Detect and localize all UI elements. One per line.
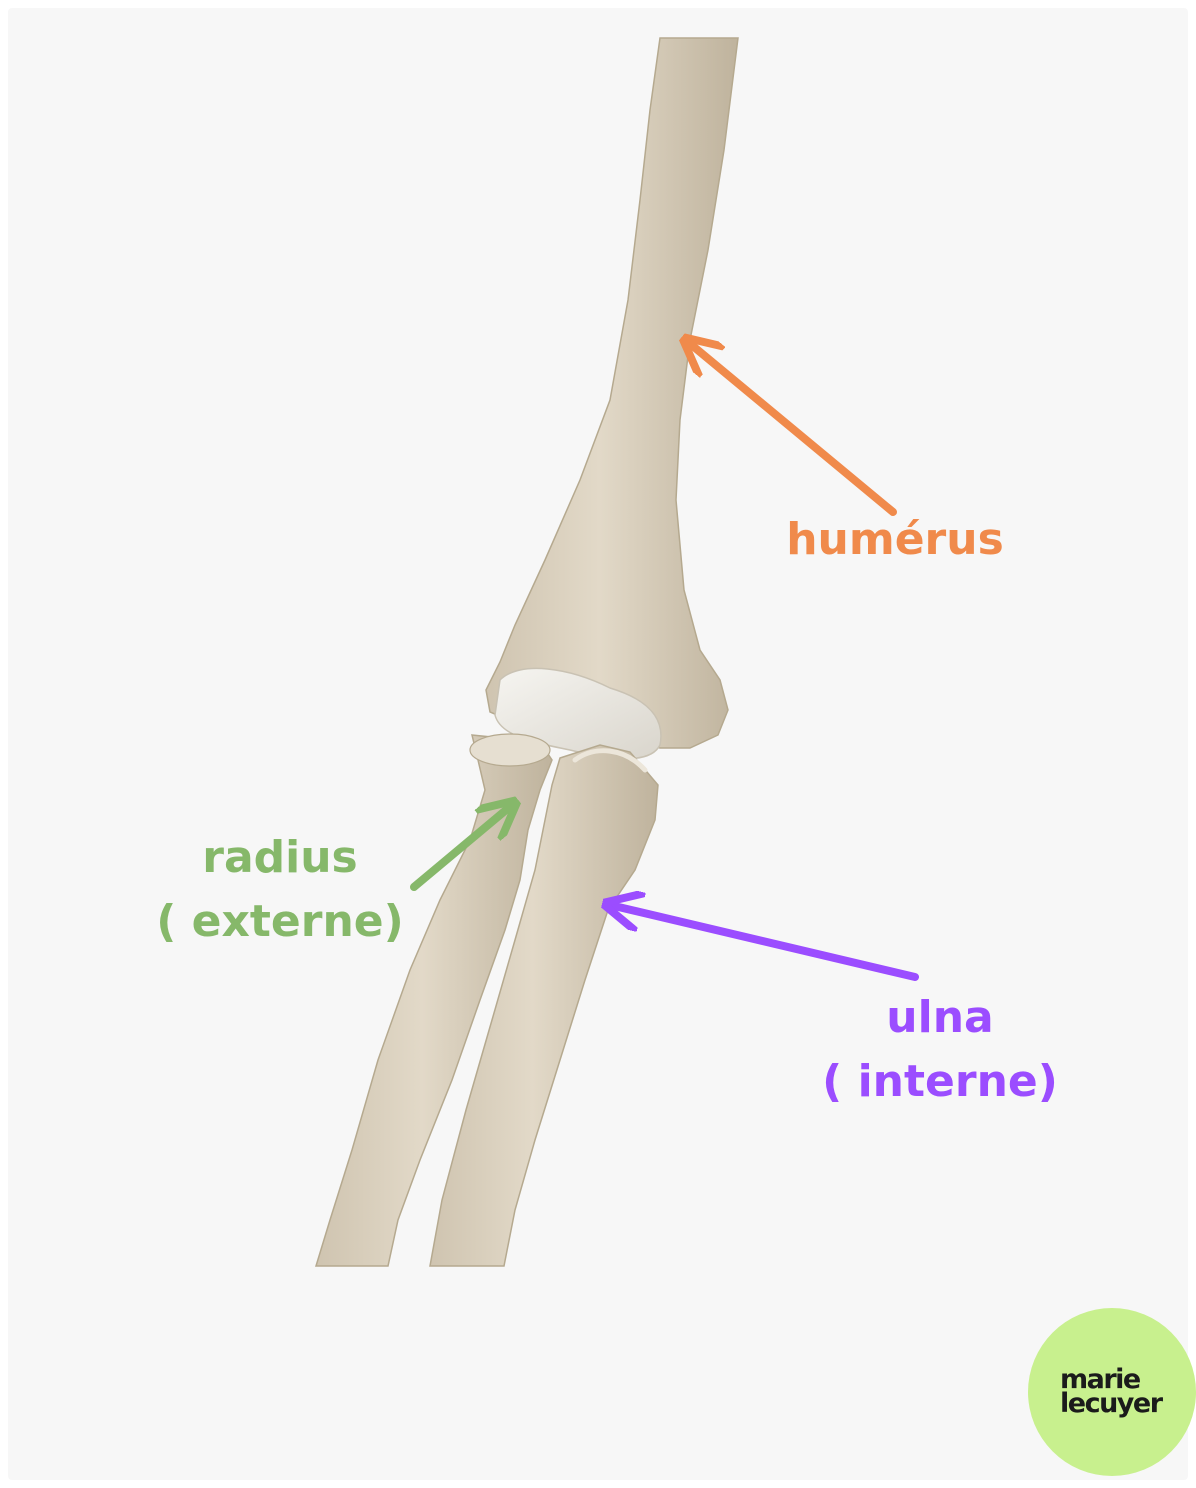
humerus-bone bbox=[486, 38, 738, 748]
radius-label-position: ( externe) bbox=[150, 890, 410, 954]
radial-head bbox=[470, 734, 550, 766]
humerus-label: humérus bbox=[770, 508, 1020, 572]
humerus-label-text: humérus bbox=[770, 508, 1020, 572]
brand-logo: marie lecuyer bbox=[1028, 1308, 1196, 1476]
ulna-label-name: ulna bbox=[815, 986, 1065, 1050]
humerus-arrow bbox=[688, 342, 893, 512]
ulna-arrow bbox=[610, 905, 915, 977]
radius-label-name: radius bbox=[150, 826, 410, 890]
ulna-label: ulna ( interne) bbox=[815, 986, 1065, 1114]
logo-line-2: lecuyer bbox=[1060, 1392, 1164, 1416]
radius-label: radius ( externe) bbox=[150, 826, 410, 954]
ulna-label-position: ( interne) bbox=[815, 1050, 1065, 1114]
